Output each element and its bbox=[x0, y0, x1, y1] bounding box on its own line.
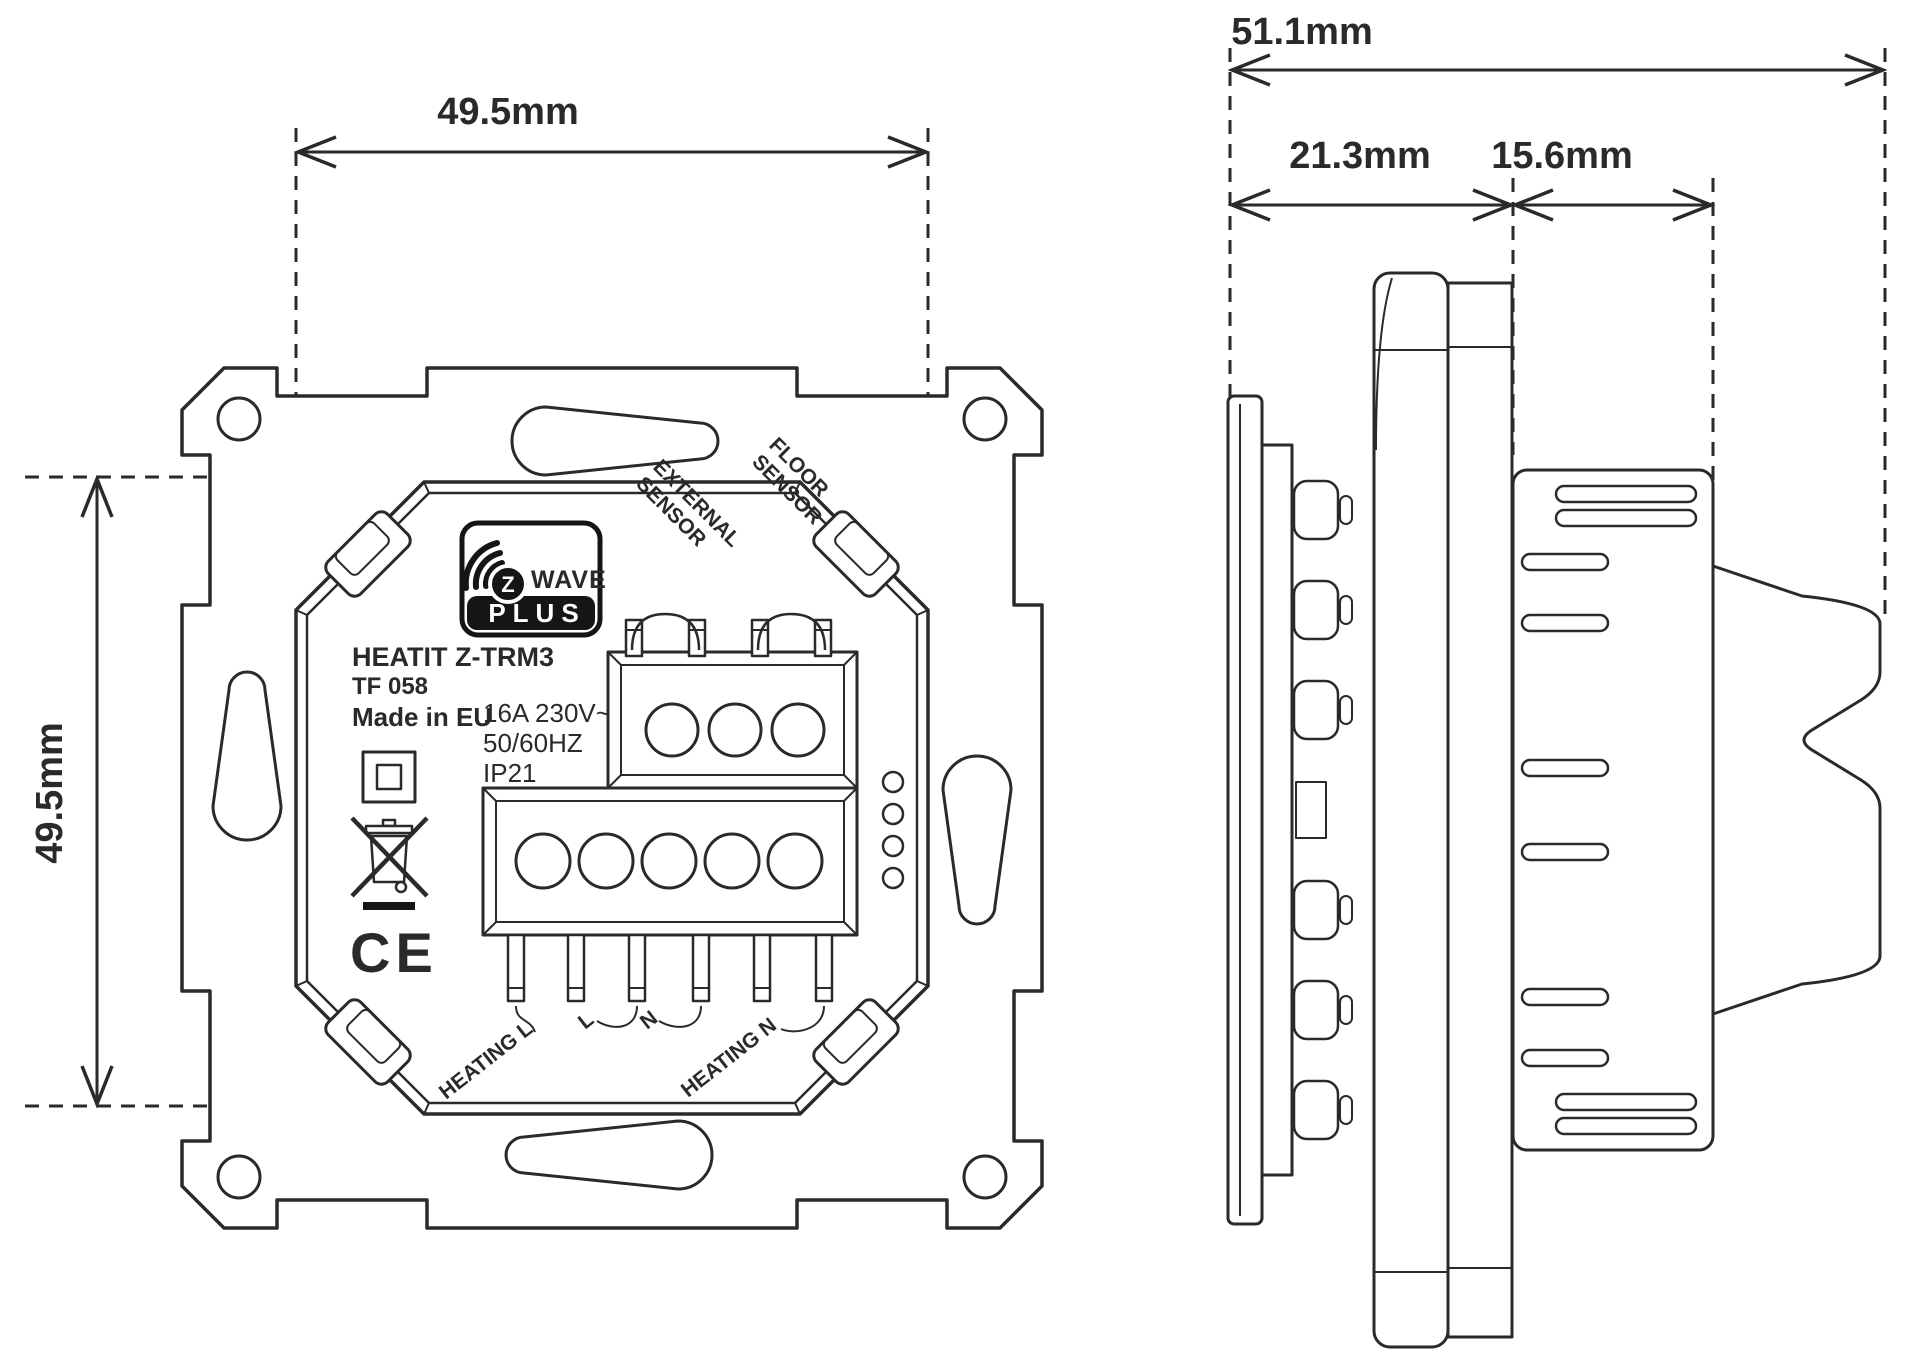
mains-terminal-screw bbox=[577, 832, 635, 890]
dimension-back-height: 49.5mm bbox=[29, 481, 97, 1102]
body-rear-frame bbox=[1446, 281, 1514, 1339]
keyhole-slot-left bbox=[211, 670, 283, 842]
mains-pins bbox=[506, 933, 834, 1003]
rating-ip: IP21 bbox=[483, 758, 537, 788]
module-frame-miters bbox=[295, 481, 929, 1115]
mains-terminal-screw bbox=[703, 832, 761, 890]
dimensions: 49.5mm 49.5mm 51.1mm 21.3mm 15.6mm bbox=[29, 11, 1881, 1102]
bezel-curve bbox=[1375, 277, 1393, 451]
rating-frequency: 50/60HZ bbox=[483, 728, 583, 758]
mains-terminal-screw bbox=[640, 832, 698, 890]
back-view: Z WAVE PLUS HEATIT Z-TRM3 TF 058 Made in… bbox=[180, 366, 1044, 1230]
double-insulation-icon bbox=[361, 750, 417, 804]
dimension-side-front-label: 21.3mm bbox=[1289, 135, 1431, 177]
screw-hole-bottom-left bbox=[216, 1154, 262, 1200]
led-indicator bbox=[881, 770, 905, 794]
dimension-side-rear: 15.6mm bbox=[1491, 135, 1709, 205]
led-indicator bbox=[881, 866, 905, 890]
wiring-leader-lines bbox=[515, 1005, 825, 1033]
spring-clips bbox=[1292, 479, 1353, 1141]
body-front-frame bbox=[1372, 271, 1450, 1349]
mains-terminal-screw bbox=[766, 832, 824, 890]
dimension-back-width: 49.5mm bbox=[300, 91, 924, 152]
wall-plate bbox=[1226, 394, 1264, 1226]
keyhole-slot-bottom bbox=[504, 1119, 714, 1191]
screw-hole-top-right bbox=[962, 396, 1008, 442]
side-view bbox=[1226, 271, 1882, 1349]
logo-plus-band bbox=[467, 596, 595, 630]
corner-clip-bottom-left bbox=[324, 998, 412, 1086]
dimension-side-total: 51.1mm bbox=[1231, 11, 1881, 70]
led-indicator bbox=[881, 802, 905, 826]
dimension-side-total-label: 51.1mm bbox=[1231, 11, 1373, 53]
logo-plus: PLUS bbox=[488, 598, 585, 628]
led-indicators bbox=[881, 770, 905, 890]
ce-mark: CE bbox=[350, 921, 438, 984]
sensor-terminal-screw bbox=[770, 702, 826, 758]
terminal-cover-clip bbox=[1711, 564, 1882, 1016]
mains-terminal-block bbox=[481, 786, 859, 1003]
origin-label: Made in EU bbox=[352, 702, 492, 732]
corner-clip-top-left bbox=[324, 510, 412, 598]
sensor-terminal-screw bbox=[644, 702, 700, 758]
sensor-terminal-screw bbox=[707, 702, 763, 758]
dimension-back-height-label: 49.5mm bbox=[29, 722, 71, 864]
clip-latch bbox=[1295, 781, 1327, 839]
type-number-label: TF 058 bbox=[352, 673, 428, 700]
mains-terminal-screw bbox=[514, 832, 572, 890]
model-label: HEATIT Z-TRM3 bbox=[352, 642, 554, 672]
logo-wave: WAVE bbox=[531, 566, 607, 594]
screw-hole-top-left bbox=[216, 396, 262, 442]
vent-slots bbox=[1520, 484, 1698, 1136]
z-badge-icon bbox=[488, 564, 528, 604]
rating-current: 16A 230V~ bbox=[483, 698, 611, 728]
rear-housing bbox=[1511, 468, 1715, 1152]
keyhole-slot-top bbox=[510, 405, 720, 477]
mounting-frame-plate bbox=[1260, 443, 1294, 1177]
screw-hole-bottom-right bbox=[962, 1154, 1008, 1200]
logo-z: Z bbox=[501, 572, 514, 597]
floor-sensor-bracket bbox=[756, 612, 827, 651]
corner-clip-top-right bbox=[812, 510, 900, 598]
corner-clip-bottom-right bbox=[812, 998, 900, 1086]
zwave-plus-logo: Z WAVE PLUS bbox=[459, 520, 607, 638]
led-indicator bbox=[881, 834, 905, 858]
dimension-side-front: 21.3mm bbox=[1234, 135, 1509, 205]
weee-bin-icon bbox=[350, 816, 429, 910]
dimension-back-width-label: 49.5mm bbox=[437, 91, 579, 133]
dimension-side-rear-label: 15.6mm bbox=[1491, 135, 1633, 177]
rf-waves-icon bbox=[462, 540, 505, 591]
external-sensor-bracket bbox=[630, 612, 701, 651]
keyhole-slot-right bbox=[941, 754, 1013, 926]
